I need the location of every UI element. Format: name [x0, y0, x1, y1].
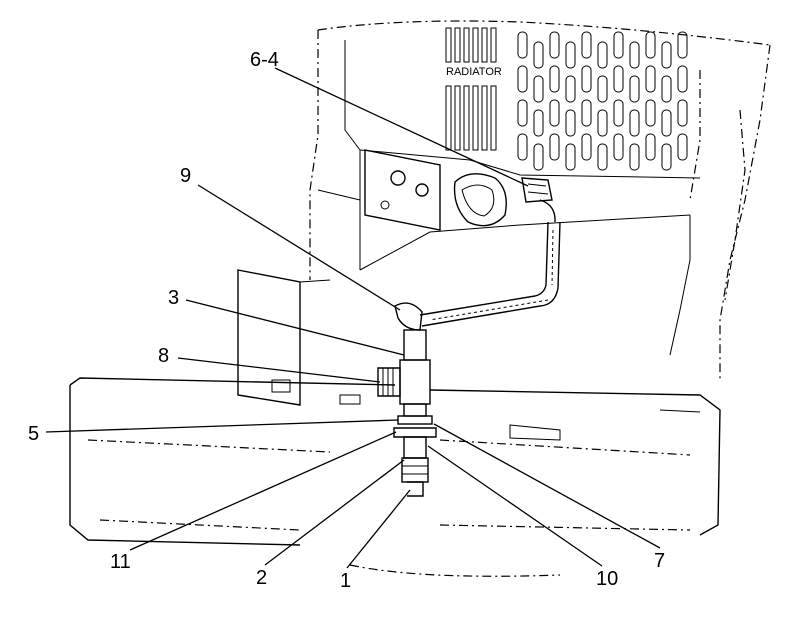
grille-slot	[677, 99, 688, 127]
drain-valve-assembly	[377, 329, 437, 497]
bolt-icon	[415, 183, 429, 197]
grille-slot	[597, 109, 608, 137]
leader-line	[45, 419, 399, 433]
grille-slot	[613, 133, 624, 161]
radiator-housing	[309, 20, 771, 380]
leader-line	[177, 357, 381, 383]
grille-slot	[533, 75, 544, 103]
grille-slot	[677, 133, 688, 161]
grille-slot	[645, 99, 656, 127]
grille-slot	[533, 41, 544, 69]
grille-slot	[597, 75, 608, 103]
grille-slot	[565, 109, 576, 137]
grille-fin	[472, 27, 479, 63]
radiator-grille	[445, 27, 688, 171]
bolt-icon	[390, 170, 406, 186]
grille-slot	[581, 133, 592, 161]
grille-slot	[677, 65, 688, 93]
grille-slot	[597, 143, 608, 171]
leader-line	[274, 67, 529, 187]
grille-slot	[645, 31, 656, 59]
grille-slot	[661, 143, 672, 171]
grille-slot	[661, 75, 672, 103]
grille-fin	[454, 85, 461, 151]
leader-lines	[45, 67, 661, 569]
grille-slot	[629, 75, 640, 103]
adapter-fitting	[403, 329, 427, 361]
grille-slot	[565, 75, 576, 103]
nut	[401, 457, 429, 483]
grille-slot	[629, 41, 640, 69]
grille-fin	[481, 27, 488, 63]
callout-3: 3	[168, 287, 179, 309]
grille-slot	[549, 31, 560, 59]
grille-fin	[454, 27, 461, 63]
grille-slot	[613, 65, 624, 93]
callout-2: 2	[256, 567, 267, 589]
grille-slot	[581, 31, 592, 59]
grille-slot	[533, 143, 544, 171]
engine-base-pan	[69, 377, 721, 577]
mounting-bracket	[364, 149, 507, 231]
grille-fin	[463, 27, 470, 63]
grille-fin	[490, 27, 497, 63]
grille-fin	[445, 27, 452, 63]
leader-line	[427, 445, 603, 567]
callout-8: 8	[158, 345, 169, 367]
callout-11: 11	[110, 551, 131, 573]
grille-slot	[661, 41, 672, 69]
drain-hose	[394, 221, 561, 331]
leader-line	[197, 184, 401, 311]
callout-10: 10	[596, 568, 618, 590]
leader-line	[346, 489, 411, 569]
radiator-drain-fitting	[521, 177, 556, 223]
grille-slot	[613, 99, 624, 127]
grille-slot	[613, 31, 624, 59]
grille-slot	[645, 133, 656, 161]
bolt-icon	[380, 200, 390, 210]
callout-5: 5	[28, 423, 39, 445]
grille-slot	[517, 133, 528, 161]
grille-fin	[445, 85, 452, 151]
grille-slot	[517, 65, 528, 93]
callout-1: 1	[340, 570, 351, 592]
callout-6-4: 6-4	[250, 49, 279, 71]
grille-fin	[490, 85, 497, 151]
grille-slot	[597, 41, 608, 69]
rear-bracket	[237, 269, 361, 406]
leader-line	[129, 431, 397, 551]
grille-fin	[481, 85, 488, 151]
grille-slot	[565, 143, 576, 171]
grille-slot	[517, 99, 528, 127]
grille-fin	[463, 85, 470, 151]
callout-9: 9	[180, 165, 191, 187]
grille-slot	[677, 31, 688, 59]
valve-body	[399, 359, 431, 405]
grille-slot	[629, 109, 640, 137]
seal-ring	[393, 427, 437, 438]
grille-slot	[533, 109, 544, 137]
grille-slot	[565, 41, 576, 69]
grille-slot	[581, 65, 592, 93]
callout-labels: 6-4 9 3 8 5 11 2 1 10 7	[28, 49, 665, 592]
grille-slot	[629, 143, 640, 171]
radiator-label: RADIATOR	[446, 66, 502, 78]
leader-line	[264, 459, 405, 566]
grille-slot	[549, 65, 560, 93]
grille-slot	[517, 31, 528, 59]
leader-line	[185, 299, 405, 356]
valve-knob-icon	[377, 367, 401, 397]
callout-7: 7	[654, 550, 665, 572]
grille-slot	[661, 109, 672, 137]
grille-slot	[581, 99, 592, 127]
leader-line	[433, 423, 661, 549]
grille-slot	[549, 99, 560, 127]
grille-slot	[549, 133, 560, 161]
grille-slot	[645, 65, 656, 93]
washer	[397, 415, 433, 425]
grille-fin	[472, 85, 479, 151]
